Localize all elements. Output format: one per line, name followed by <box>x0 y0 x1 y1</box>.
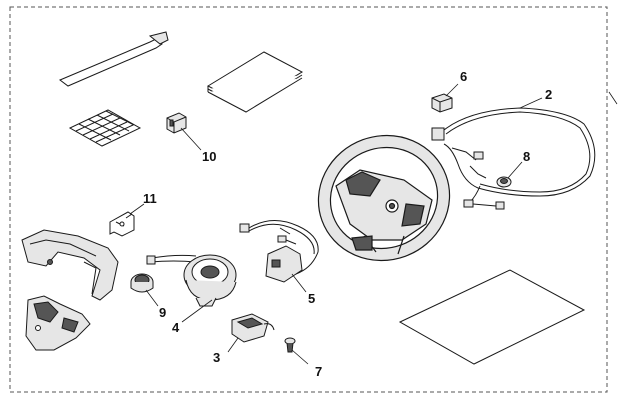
cable-tie <box>59 31 169 87</box>
part-3-switch-module <box>231 313 275 343</box>
switch-bezel-upper <box>21 229 119 301</box>
callout-10: 10 <box>202 149 217 164</box>
callout-6: 6 <box>460 69 468 84</box>
part-11-bracket <box>109 211 135 237</box>
callout-2: 2 <box>545 87 553 102</box>
part-7-screw <box>284 337 296 353</box>
decal-sheet <box>68 109 142 147</box>
callout-5: 5 <box>308 291 316 306</box>
callout-7: 7 <box>315 364 323 379</box>
switch-panel-lower <box>25 295 91 351</box>
part-9-round-switch <box>130 273 154 293</box>
part-5-harness <box>239 220 319 283</box>
steering-wheel <box>317 134 451 262</box>
callout-9: 9 <box>159 305 167 320</box>
part-8-grommet <box>496 176 512 188</box>
callout-4: 4 <box>172 320 180 335</box>
instruction-booklet <box>206 51 304 113</box>
protective-sheet <box>398 269 586 365</box>
part-4-clock-spring <box>146 254 237 307</box>
part-6-relay <box>431 93 453 113</box>
kit-border <box>9 6 608 393</box>
callout-11: 11 <box>143 191 157 206</box>
part-2-wiring-harness <box>431 107 596 210</box>
callout-8: 8 <box>523 149 531 164</box>
callout-3: 3 <box>213 350 221 365</box>
edge-pointer <box>608 91 618 105</box>
